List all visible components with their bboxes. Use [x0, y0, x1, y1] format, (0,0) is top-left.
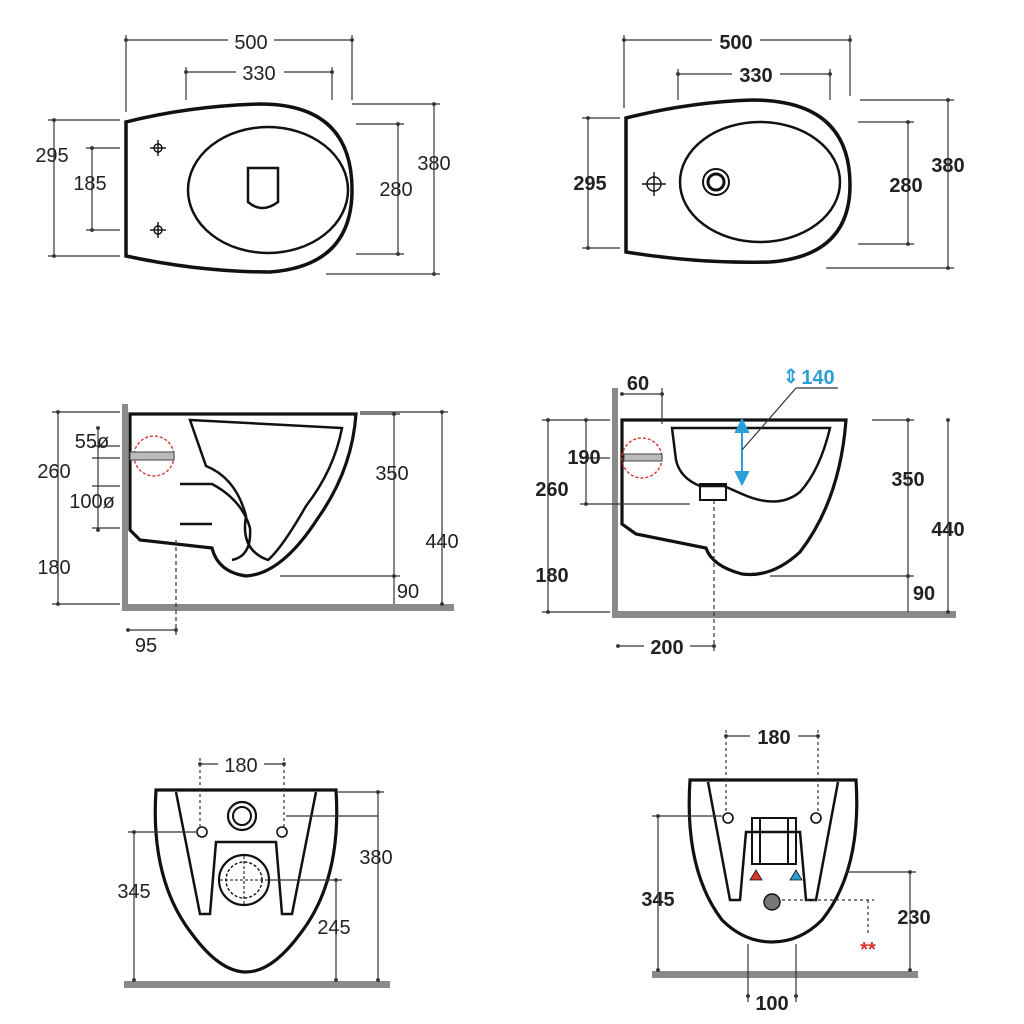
- toilet-side-view: 55ø 260 100ø 350 440 180 90 95: [37, 404, 459, 657]
- bidet-top-bowl-length: 330: [739, 65, 772, 87]
- bidet-back-drain-offset: 100: [755, 993, 788, 1015]
- bidet-side-wall-offset: 60: [627, 373, 649, 395]
- bidet-back-view: 180 345 230 ** 100: [641, 726, 931, 1015]
- bidet-side-water-depth-marker: 140: [801, 367, 834, 389]
- toilet-side-inlet-diameter: 55ø: [75, 431, 109, 453]
- toilet-side-mount-height: 260: [37, 461, 70, 483]
- toilet-side-trap: [180, 482, 252, 562]
- bidet-top-overall-width: 380: [931, 155, 964, 177]
- toilet-top-view: 500 330 295 185 280 380: [35, 30, 451, 276]
- bidet-top-back-width: 295: [573, 173, 606, 195]
- toilet-back-view: 180 380 345 245: [117, 754, 393, 988]
- bidet-back-bolt-height: 345: [641, 889, 674, 911]
- toilet-side-rim-height: 350: [375, 463, 408, 485]
- bidet-top-view: 500 330 295 280 380: [573, 30, 965, 270]
- toilet-back-outlet-height: 245: [317, 917, 350, 939]
- bidet-side-body: [620, 418, 848, 577]
- toilet-side-outlet-diameter: 100ø: [69, 491, 115, 513]
- toilet-top-back-width: 295: [35, 145, 68, 167]
- toilet-side-inlet-pipe: [129, 451, 175, 461]
- toilet-side-base-clearance: 90: [397, 581, 419, 603]
- bidet-back-frame: [706, 781, 840, 902]
- bidet-top-outline: [624, 98, 852, 265]
- bidet-top-dimension-lines: [582, 35, 954, 270]
- bidet-back-supply-box: [751, 817, 797, 865]
- bidet-back-bolt-spacing: 180: [757, 727, 790, 749]
- toilet-side-outlet-offset: 95: [135, 635, 157, 657]
- bidet-top-overall-length: 500: [719, 32, 752, 54]
- bidet-back-drain: [763, 893, 781, 911]
- bidet-side-supply-height: 190: [567, 447, 600, 469]
- bidet-back-hot-supply-icon: [749, 869, 763, 881]
- toilet-back-floor: [124, 981, 390, 988]
- toilet-back-bolt-holes: [196, 826, 288, 838]
- toilet-back-bolt-spacing: 180: [224, 755, 257, 777]
- toilet-top-bowl-length: 330: [242, 63, 275, 85]
- toilet-side-dimension-lines: [52, 410, 448, 636]
- bidet-top-drain: [702, 168, 730, 196]
- bidet-back-outline: [687, 778, 859, 944]
- bidet-side-supply-pipe: [623, 453, 663, 462]
- bidet-side-rim-height: 350: [891, 469, 924, 491]
- bidet-back-supply-note-marker: **: [860, 939, 876, 961]
- toilet-top-overall-width: 380: [417, 153, 450, 175]
- toilet-top-bolt-spacing: 185: [73, 173, 106, 195]
- toilet-back-inlet: [226, 800, 258, 832]
- bidet-side-floor-to-drain: 180: [535, 565, 568, 587]
- bidet-back-floor: [652, 971, 918, 978]
- bidet-back-bolt-holes: [722, 812, 822, 824]
- bidet-back-dimension-lines: [652, 730, 916, 1002]
- bidet-side-drain: [699, 483, 727, 501]
- toilet-back-bolt-height: 345: [117, 881, 150, 903]
- bidet-side-drain-offset: 200: [650, 637, 683, 659]
- toilet-top-bowl-width: 280: [379, 179, 412, 201]
- toilet-side-floor: [122, 604, 454, 611]
- toilet-top-outline: [124, 102, 354, 274]
- bidet-side-base-clearance: 90: [913, 583, 935, 605]
- bidet-side-water-depth-arrow-glyph: ⇕: [783, 366, 800, 388]
- toilet-top-overall-length: 500: [234, 32, 267, 54]
- toilet-side-wall: [122, 404, 128, 610]
- toilet-side-bowl-inner: [188, 418, 344, 562]
- toilet-back-overall-height: 380: [359, 847, 392, 869]
- toilet-back-outlet: [217, 853, 271, 907]
- toilet-side-body: [128, 412, 358, 578]
- bidet-top-tap-hole: [642, 172, 666, 196]
- bidet-side-bowl-inner: [670, 426, 832, 503]
- toilet-top-drain: [246, 166, 280, 210]
- toilet-top-bolt-holes: [150, 140, 166, 238]
- bidet-back-drain-height: 230: [897, 907, 930, 929]
- toilet-back-frame: [174, 791, 318, 916]
- bidet-side-view: 140 ⇕ 60 190 260 350 440 180 90 200: [535, 366, 964, 659]
- bidet-side-mount-height: 260: [535, 479, 568, 501]
- bidet-side-wall: [612, 388, 618, 618]
- bidet-back-cold-supply-icon: [789, 869, 803, 881]
- toilet-side-total-height: 440: [425, 531, 458, 553]
- toilet-top-bowl: [186, 125, 350, 255]
- bidet-top-bowl-width: 280: [889, 175, 922, 197]
- bidet-side-water-depth-arrow: [734, 387, 838, 487]
- bidet-side-floor: [612, 611, 956, 618]
- bidet-top-bowl: [678, 120, 842, 244]
- toilet-side-floor-to-outlet: 180: [37, 557, 70, 579]
- bidet-side-total-height: 440: [931, 519, 964, 541]
- toilet-back-outline: [153, 788, 339, 974]
